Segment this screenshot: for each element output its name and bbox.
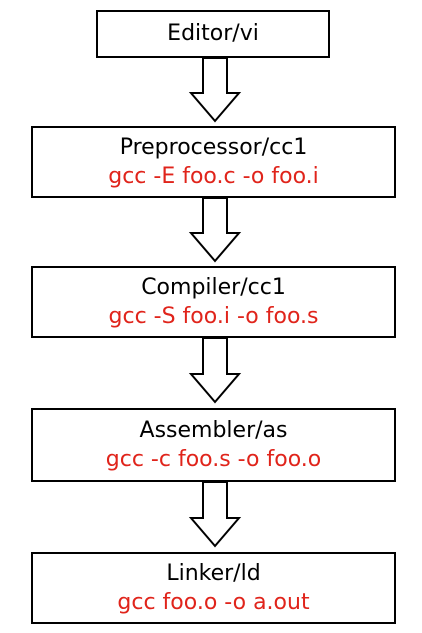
arrow-down-icon [188, 481, 242, 548]
arrow-down-icon [188, 57, 242, 123]
stage-title: Compiler/cc1 [141, 275, 286, 300]
stage-title: Assembler/as [139, 418, 288, 443]
stage-assembler: Assembler/as gcc -c foo.s -o foo.o [31, 408, 396, 482]
stage-command: gcc -S foo.i -o foo.s [108, 304, 319, 329]
stage-linker: Linker/ld gcc foo.o -o a.out [31, 552, 396, 624]
arrow-down-icon [188, 197, 242, 263]
stage-command: gcc -E foo.c -o foo.i [108, 164, 319, 189]
stage-title: Preprocessor/cc1 [119, 135, 308, 160]
stage-command: gcc foo.o -o a.out [117, 590, 310, 615]
stage-editor: Editor/vi [96, 10, 330, 58]
arrow-down-icon [188, 337, 242, 404]
stage-title: Editor/vi [167, 21, 259, 46]
stage-title: Linker/ld [166, 561, 261, 586]
stage-command: gcc -c foo.s -o foo.o [105, 447, 322, 472]
